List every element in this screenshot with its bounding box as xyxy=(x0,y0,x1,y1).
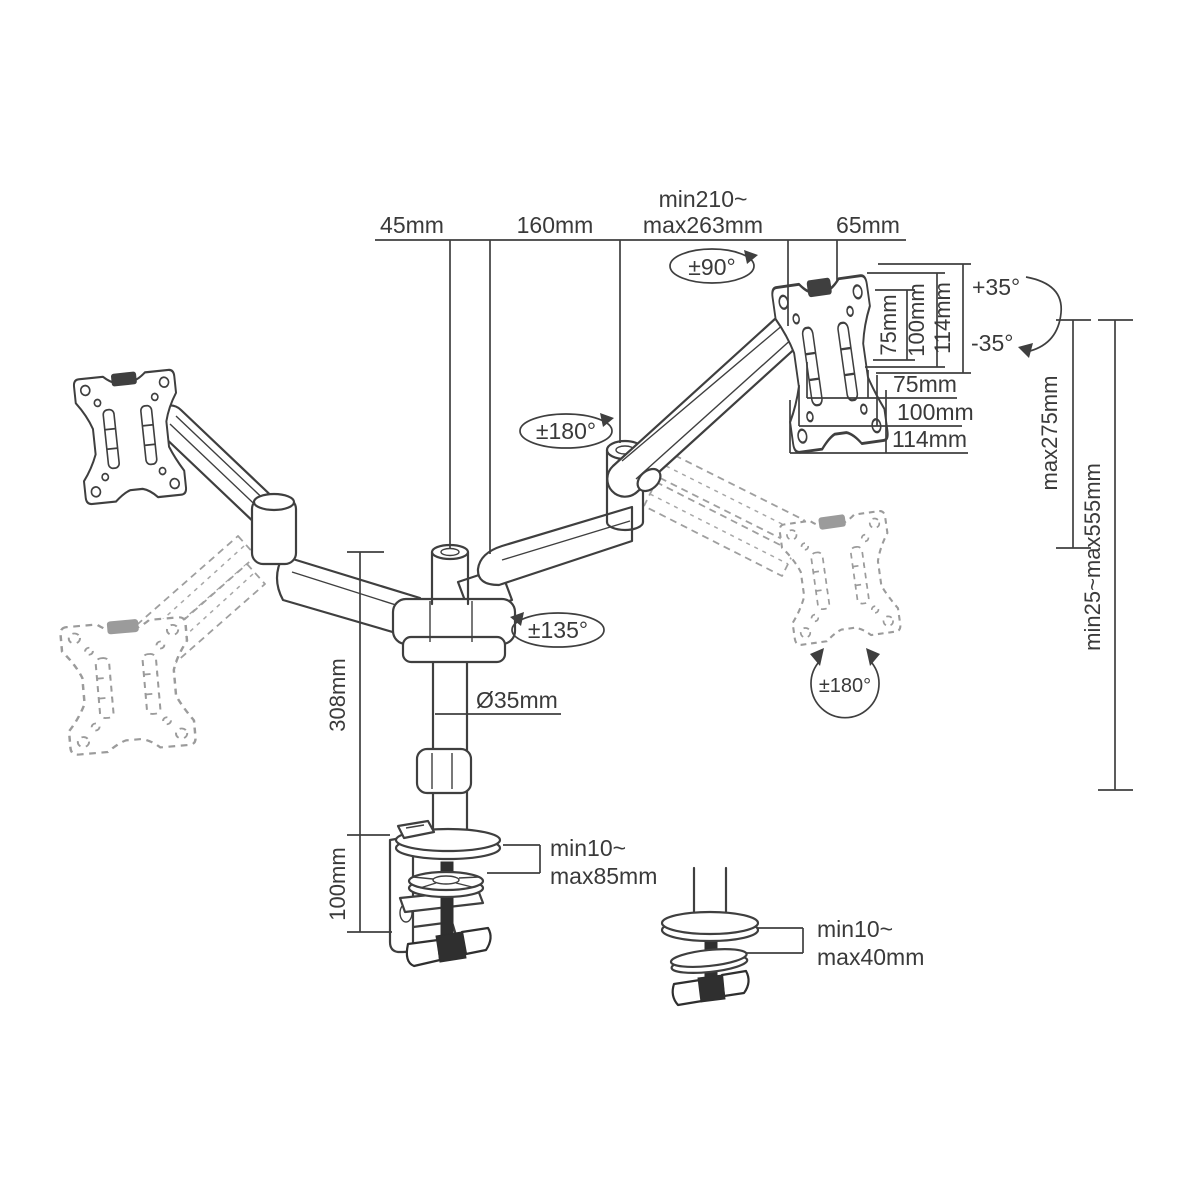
vesa-v114-label: 114mm xyxy=(930,282,955,354)
rotation-90-indicator: ±90° xyxy=(669,248,758,284)
right-lower-arm xyxy=(456,505,634,616)
height-max275-label: max275mm xyxy=(1037,376,1062,491)
grommet-range-label-line2: max40mm xyxy=(817,944,924,970)
clamp-range-label-line2: max85mm xyxy=(550,863,657,889)
pole-diameter-label: Ø35mm xyxy=(476,687,558,713)
rotation-90-label: ±90° xyxy=(688,254,735,280)
tilt-down-label: -35° xyxy=(971,330,1013,356)
dim-210-263mm-label-line1: min210~ xyxy=(659,186,748,212)
pole xyxy=(431,653,469,832)
clamp-range-dimension: min10~ max85mm xyxy=(487,835,657,889)
top-dimension-group: 45mm 160mm min210~ max263mm 65mm xyxy=(375,186,906,554)
clamp-t-handle xyxy=(405,926,492,968)
dim-160mm-label: 160mm xyxy=(517,212,594,238)
dim-210-263mm-label-line2: max263mm xyxy=(643,212,763,238)
height-range-label: min25~max555mm xyxy=(1080,463,1105,651)
rotation-180-plate-indicator: ±180° xyxy=(810,648,880,719)
ghost-left-vesa-plate xyxy=(58,613,198,757)
right-gas-spring-arm xyxy=(606,312,807,498)
pole-collar xyxy=(391,597,517,664)
rotation-180-arm-label: ±180° xyxy=(536,418,596,444)
grommet-range-label-line1: min10~ xyxy=(817,916,893,942)
tilt-up-label: +35° xyxy=(972,274,1020,300)
pole-dimension-group: 308mm 100mm Ø35mm xyxy=(325,551,561,933)
desk-clamp xyxy=(388,819,502,968)
grommet-t-handle xyxy=(671,969,750,1007)
cable-tab xyxy=(396,819,436,840)
rotation-180-arm-indicator: ±180° xyxy=(519,413,614,449)
vesa-h100-label: 100mm xyxy=(897,399,974,425)
ghost-right-arm xyxy=(643,449,805,577)
vesa-vertical-dimensions: 75mm 100mm 114mm xyxy=(865,263,971,374)
vesa-h75-label: 75mm xyxy=(893,371,957,397)
vesa-horizontal-dimensions: 75mm 100mm 114mm xyxy=(789,362,974,454)
pole-308mm-label: 308mm xyxy=(325,658,350,731)
vesa-v75-label: 75mm xyxy=(876,294,901,355)
rotation-135-indicator: ±135° xyxy=(510,612,605,648)
dim-65mm-label: 65mm xyxy=(836,212,900,238)
grommet-mount xyxy=(660,866,760,1007)
height-dimension-group: max275mm min25~max555mm xyxy=(1037,319,1133,791)
ghost-right-vesa-plate xyxy=(777,507,903,647)
pole-100mm-label: 100mm xyxy=(325,847,350,920)
grommet-range-dimension: min10~ max40mm xyxy=(746,916,924,970)
tilt-indicator: +35° -35° xyxy=(971,274,1062,358)
clamp-wheel xyxy=(407,870,485,899)
rotation-135-label: ±135° xyxy=(528,617,588,643)
left-elbow-joint xyxy=(250,492,298,566)
clamp-range-label-line1: min10~ xyxy=(550,835,626,861)
dim-45mm-label: 45mm xyxy=(380,212,444,238)
cable-clip xyxy=(415,747,473,795)
rotation-180-plate-label: ±180° xyxy=(819,675,871,697)
vesa-v100-label: 100mm xyxy=(904,283,929,356)
vesa-h114-label: 114mm xyxy=(892,426,967,452)
